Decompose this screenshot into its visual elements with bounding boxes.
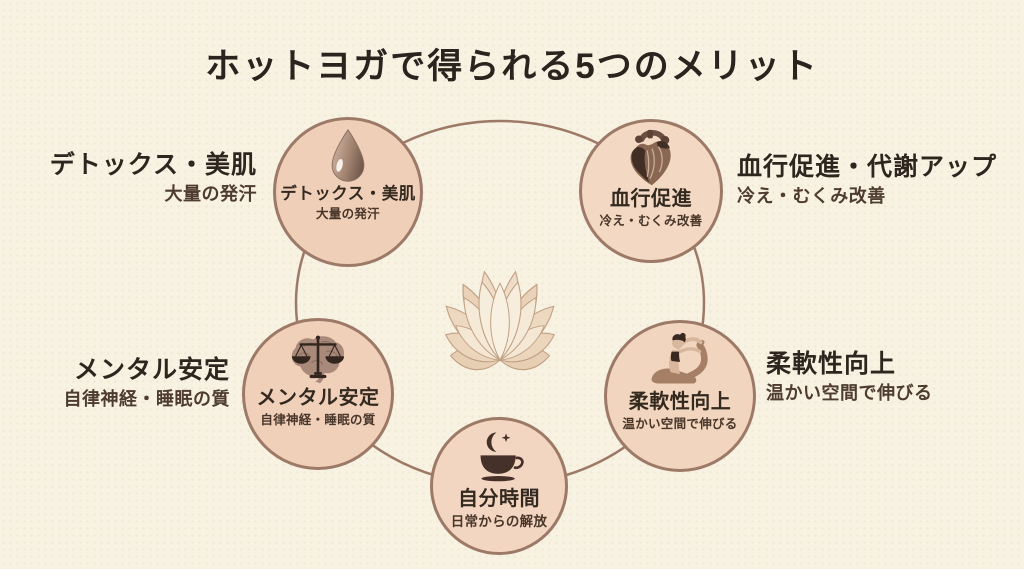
side-label-title: デトックス・美肌 bbox=[49, 151, 257, 179]
benefit-node-circulation: 血行促進 冷え・むくみ改善 bbox=[579, 119, 723, 263]
side-label-title: メンタル安定 bbox=[73, 356, 230, 384]
cup-moon-icon bbox=[470, 428, 528, 488]
node-label: デトックス・美肌 bbox=[280, 185, 416, 203]
benefit-node-detox: デトックス・美肌 大量の発汗 bbox=[273, 117, 423, 267]
side-label-mental: メンタル安定 自律神経・睡眠の質 bbox=[63, 356, 231, 409]
side-label-flexibility: 柔軟性向上 温かい空間で伸びる bbox=[766, 350, 933, 403]
brain-scales-icon bbox=[283, 333, 353, 387]
water-drop-icon bbox=[326, 127, 370, 185]
node-label: メンタル安定 bbox=[256, 387, 380, 409]
node-label: 自分時間 bbox=[458, 488, 540, 510]
benefit-node-mental: メンタル安定 自律神経・睡眠の質 bbox=[242, 318, 394, 470]
node-sublabel: 日常からの解放 bbox=[450, 514, 548, 529]
benefit-node-metime: 自分時間 日常からの解放 bbox=[430, 417, 568, 555]
node-label: 血行促進 bbox=[610, 188, 692, 210]
side-label-subtitle: 温かい空間で伸びる bbox=[766, 382, 933, 403]
side-label-subtitle: 大量の発汗 bbox=[164, 183, 257, 204]
page-title: ホットヨガで得られる5つのメリット bbox=[205, 47, 819, 86]
benefit-node-flexibility: 柔軟性向上 温かい空間で伸びる bbox=[604, 320, 756, 472]
side-label-title: 柔軟性向上 bbox=[766, 350, 897, 378]
node-sublabel: 温かい空間で伸びる bbox=[622, 417, 738, 431]
node-sublabel: 大量の発汗 bbox=[315, 206, 380, 221]
node-sublabel: 冷え・むくみ改善 bbox=[599, 214, 703, 228]
side-label-title: 血行促進・代謝アップ bbox=[737, 153, 998, 181]
bottom-margin-strip bbox=[0, 569, 1024, 576]
lotus-illustration bbox=[438, 269, 562, 373]
side-label-subtitle: 自律神経・睡眠の質 bbox=[63, 388, 230, 409]
side-label-detox: デトックス・美肌 大量の発汗 bbox=[49, 151, 257, 204]
side-label-subtitle: 冷え・むくみ改善 bbox=[737, 185, 886, 206]
node-sublabel: 自律神経・睡眠の質 bbox=[260, 413, 376, 427]
side-label-circulation: 血行促進・代謝アップ 冷え・むくみ改善 bbox=[737, 153, 998, 206]
yoga-pose-icon bbox=[640, 331, 720, 391]
anatomical-heart-icon bbox=[620, 128, 682, 188]
node-label: 柔軟性向上 bbox=[628, 391, 732, 413]
